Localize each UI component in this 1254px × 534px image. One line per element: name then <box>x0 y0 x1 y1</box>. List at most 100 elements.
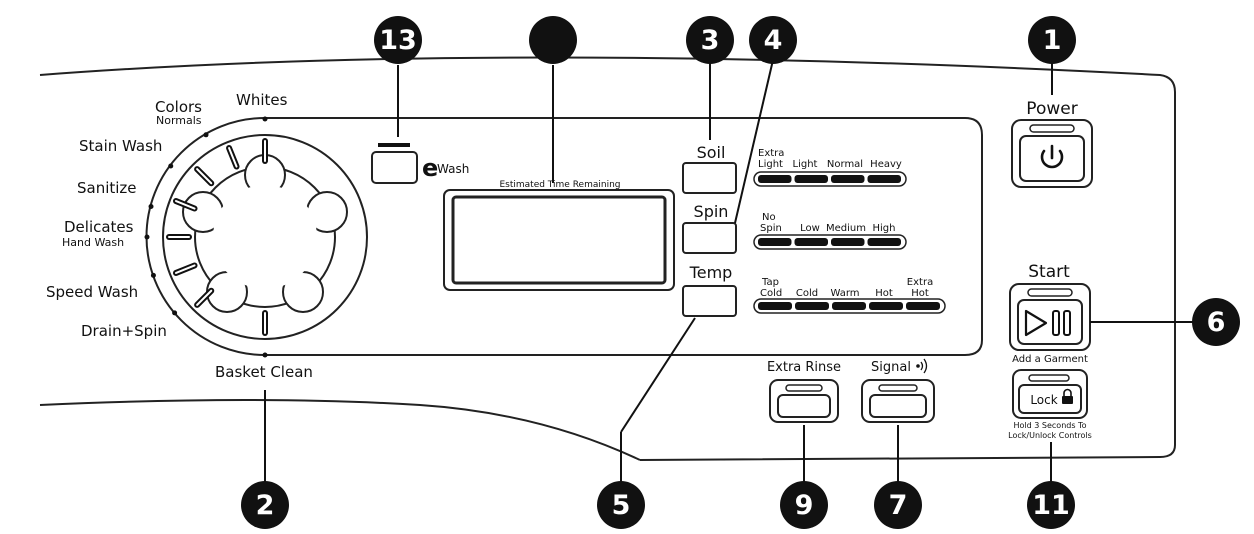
callout-2-number: 2 <box>256 490 275 521</box>
knob-tick-highlight-5 <box>174 264 196 274</box>
callout-9: 9 <box>780 481 828 529</box>
signal-led <box>878 384 918 392</box>
cycle-label-delicates: Delicates <box>64 218 134 236</box>
callout-4-number: 4 <box>764 25 783 56</box>
temp-indicator-bar <box>753 298 946 314</box>
power-label: Power <box>1026 99 1077 119</box>
temp-button[interactable] <box>682 285 737 317</box>
spin-indicator-bar <box>753 234 907 250</box>
callout-5-number: 5 <box>612 490 631 521</box>
callout-6: 6 <box>1192 298 1240 346</box>
signal-sound-icon <box>916 358 928 374</box>
panel-lower-curve <box>39 399 641 461</box>
temp-title: Temp <box>689 263 733 282</box>
extra-rinse-led <box>785 384 823 392</box>
knob-dot-0 <box>262 116 268 122</box>
spin-leds-segment-3 <box>867 238 901 246</box>
temp-leds-segment-3 <box>869 302 903 310</box>
cycle-label-stain-wash: Stain Wash <box>79 137 162 155</box>
spin-option-high: High <box>873 223 896 234</box>
callout-6-number: 6 <box>1207 307 1226 338</box>
soil-button[interactable] <box>682 162 737 194</box>
pause-icon-bar-left <box>1052 310 1060 336</box>
console-outline <box>145 117 983 356</box>
temp-option-tap-cold-line2: Cold <box>760 288 782 299</box>
signal-label: Signal <box>871 360 911 375</box>
temp-option-extra-hot-line2: Hot <box>911 288 929 299</box>
knob-tick-marks <box>166 138 268 336</box>
spin-leds-segment-2 <box>831 238 865 246</box>
spin-leds-segment-1 <box>794 238 828 246</box>
panel-outline <box>39 56 1176 461</box>
ewash-button[interactable] <box>371 151 418 184</box>
temp-option-hot: Hot <box>875 288 893 299</box>
callout-5: 5 <box>597 481 645 529</box>
cycle-label-speed-wash: Speed Wash <box>46 283 138 301</box>
lock-button[interactable]: Lock <box>1012 369 1088 419</box>
soil-option-extra-light-line2: Light <box>758 159 783 170</box>
knob-dot-6 <box>172 310 178 316</box>
cycle-label-normals: Normals <box>156 114 202 127</box>
leader-5 <box>620 317 696 433</box>
cycle-label-basket-clean: Basket Clean <box>215 363 313 381</box>
callout-13: 13 <box>374 16 422 64</box>
knob-dot-4 <box>144 234 150 240</box>
cycle-selector-knob[interactable] <box>144 116 368 358</box>
temp-leds-segment-4 <box>906 302 940 310</box>
spin-leds-frame <box>753 234 907 250</box>
spin-option-no-spin-line2: Spin <box>760 223 782 234</box>
ewash-e-logo: e <box>422 154 438 182</box>
spin-button[interactable] <box>682 222 737 254</box>
temp-option-tap-cold-line1: Tap <box>761 277 779 288</box>
callout-11: 11 <box>1027 481 1075 529</box>
knob-tick-highlight-6 <box>196 289 213 306</box>
extra-rinse-button[interactable] <box>769 379 839 423</box>
knob-indicator-dots <box>144 116 268 358</box>
soil-title: Soil <box>697 143 726 162</box>
ewash-indicator-light <box>378 143 410 147</box>
signal-button[interactable] <box>861 379 935 423</box>
callout-blank <box>529 16 577 64</box>
time-remaining-display <box>451 195 667 285</box>
callout-leader-lines <box>264 59 1193 482</box>
display-label: Estimated Time Remaining <box>499 180 620 190</box>
cycle-label-drain-spin: Drain+Spin <box>81 322 167 340</box>
cycle-label-hand-wash: Hand Wash <box>62 236 124 249</box>
spin-option-no-spin-line1: No <box>762 212 776 223</box>
callout-3: 3 <box>686 16 734 64</box>
pause-icon-bar-right <box>1063 310 1071 336</box>
leader-4 <box>734 59 774 224</box>
callout-11-number: 11 <box>1032 490 1070 521</box>
start-pause-button[interactable] <box>1009 283 1091 351</box>
callout-1-number: 1 <box>1043 25 1062 56</box>
padlock-icon <box>1062 388 1073 404</box>
temp-option-extra-hot-line1: Extra <box>907 277 933 288</box>
power-led <box>1029 124 1075 133</box>
soil-option-normal: Normal <box>827 159 863 170</box>
soil-leds-frame <box>753 171 907 187</box>
add-garment-label: Add a Garment <box>1012 354 1088 365</box>
knob-tick-highlight-1 <box>228 146 238 168</box>
callout-7: 7 <box>874 481 922 529</box>
soil-leds-segment-3 <box>867 175 901 183</box>
soil-leds-segment-2 <box>831 175 865 183</box>
knob-dot-1 <box>203 132 209 138</box>
power-icon <box>1040 144 1064 169</box>
start-label: Start <box>1028 262 1070 282</box>
callout-7-number: 7 <box>889 490 908 521</box>
callout-13-number: 13 <box>379 25 417 56</box>
knob-dot-3 <box>148 203 154 209</box>
callout-2: 2 <box>241 481 289 529</box>
callout-3-number: 3 <box>701 25 720 56</box>
temp-leds-segment-1 <box>795 302 829 310</box>
knob-dot-5 <box>150 272 156 278</box>
cycle-label-whites: Whites <box>236 91 288 109</box>
spin-option-low: Low <box>800 223 820 234</box>
knob-tick-highlight-2 <box>196 168 213 185</box>
spin-option-medium: Medium <box>826 223 866 234</box>
start-led <box>1027 288 1073 297</box>
power-button[interactable] <box>1011 119 1093 188</box>
soil-indicator-bar <box>753 171 907 187</box>
cycle-label-colors: Colors <box>155 98 202 116</box>
